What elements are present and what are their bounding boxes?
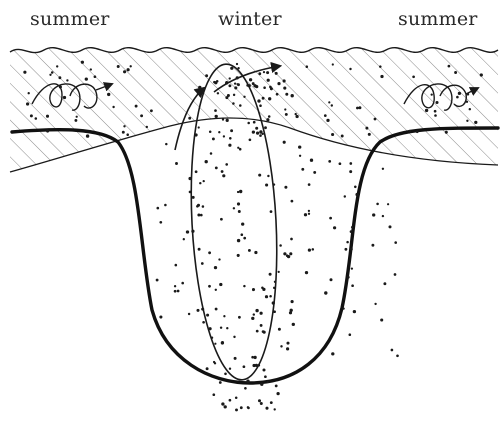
winter-label: winter xyxy=(218,8,282,30)
depression-outline xyxy=(12,128,498,383)
summer-right-label: summer xyxy=(398,8,478,30)
hatched-surface-layer xyxy=(0,0,501,200)
summer-left-label: summer xyxy=(30,8,110,30)
